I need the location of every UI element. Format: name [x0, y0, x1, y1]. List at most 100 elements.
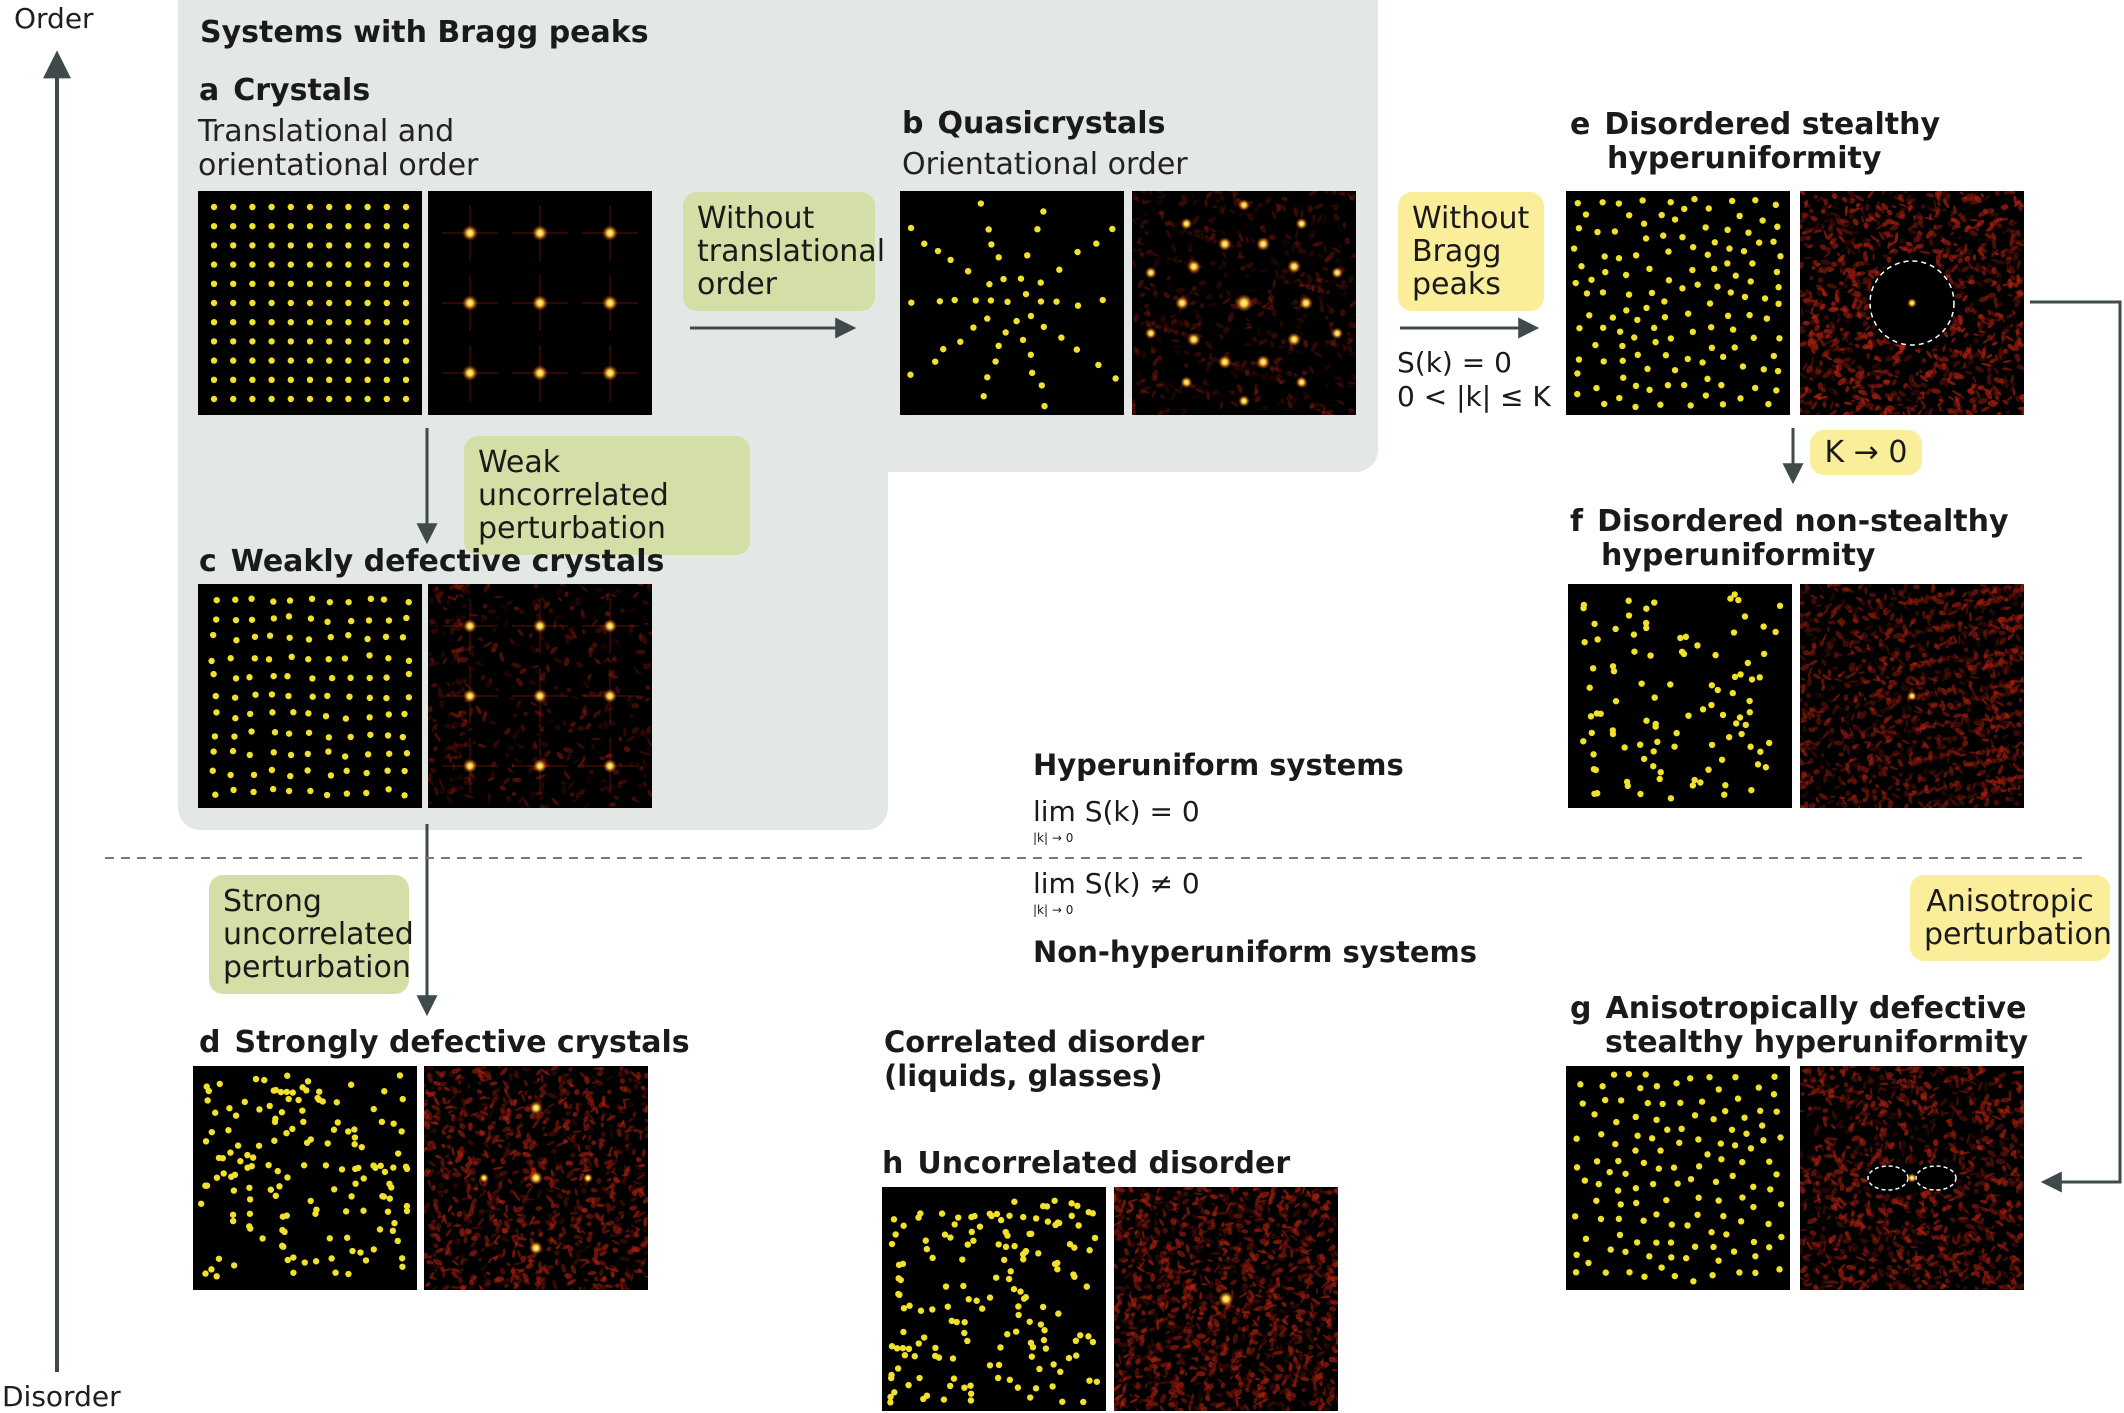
point: [1573, 280, 1579, 286]
point: [1591, 791, 1597, 797]
point: [1086, 1377, 1092, 1383]
bragg-peak: [533, 759, 547, 773]
point: [970, 324, 976, 330]
point: [1631, 334, 1637, 340]
point: [1736, 213, 1742, 219]
point: [364, 281, 370, 287]
point: [1052, 1261, 1058, 1267]
point: [1691, 777, 1697, 783]
panel-title: Crystals: [233, 73, 370, 108]
point: [403, 319, 409, 325]
point: [889, 1241, 895, 1247]
point: [406, 599, 412, 605]
point: [1074, 249, 1080, 255]
point: [324, 693, 330, 699]
point: [1038, 279, 1044, 285]
point: [987, 1211, 993, 1217]
point: [395, 1150, 401, 1156]
point: [288, 319, 294, 325]
point: [230, 377, 236, 383]
point: [1732, 674, 1738, 680]
point: [1677, 635, 1683, 641]
point: [1761, 651, 1767, 657]
point: [249, 204, 255, 210]
point: [386, 617, 392, 623]
point: [399, 1264, 405, 1270]
point: [386, 711, 392, 717]
point: [406, 658, 412, 664]
point: [395, 1238, 401, 1244]
point: [299, 1107, 305, 1113]
point: [1644, 366, 1650, 372]
point: [961, 1330, 967, 1336]
point: [1737, 714, 1743, 720]
point: [401, 792, 407, 798]
point: [307, 261, 313, 267]
point: [286, 788, 292, 794]
point: [1751, 335, 1757, 341]
point: [379, 1119, 385, 1125]
point: [968, 1397, 974, 1403]
point: [324, 792, 330, 798]
label-line: K → 0: [1825, 435, 1908, 470]
point: [1728, 289, 1734, 295]
point: [1599, 199, 1605, 205]
point: [935, 248, 941, 254]
bragg-peak: [532, 295, 548, 311]
point: [284, 1089, 290, 1095]
point: [1685, 712, 1691, 718]
point: [906, 1303, 912, 1309]
point: [326, 261, 332, 267]
point: [1004, 299, 1010, 305]
point: [271, 615, 277, 621]
point: [1576, 325, 1582, 331]
point: [1013, 318, 1019, 324]
point: [307, 396, 313, 402]
point: [357, 1249, 363, 1255]
bragg-peak: [603, 689, 617, 703]
point: [1044, 1203, 1050, 1209]
point: [1747, 709, 1753, 715]
point: [1650, 763, 1656, 769]
point: [1651, 748, 1657, 754]
point: [1033, 1215, 1039, 1221]
point: [345, 204, 351, 210]
point: [305, 1078, 311, 1084]
point: [932, 1353, 938, 1359]
point: [1661, 298, 1667, 304]
point: [307, 204, 313, 210]
point: [1004, 1331, 1010, 1337]
panel-title-line1: Disordered non-stealthy: [1597, 504, 2008, 539]
point: [915, 1214, 921, 1220]
bragg-peak: [1180, 376, 1192, 388]
point: [1574, 370, 1580, 376]
point: [1590, 751, 1596, 757]
point: [1075, 1222, 1081, 1228]
point: [268, 396, 274, 402]
point: [951, 1221, 957, 1227]
point: [1742, 613, 1748, 619]
point: [212, 733, 218, 739]
point: [230, 748, 236, 754]
point: [290, 1254, 296, 1260]
point: [1722, 782, 1728, 788]
point: [268, 1187, 274, 1193]
point: [902, 1352, 908, 1358]
point: [316, 1097, 322, 1103]
point: [214, 597, 220, 603]
point: [268, 204, 274, 210]
point: [1085, 1209, 1091, 1215]
point: [351, 1126, 357, 1132]
point: [1770, 238, 1776, 244]
panel-letter: a: [199, 73, 219, 108]
point: [268, 357, 274, 363]
point: [1685, 356, 1691, 362]
point: [1683, 634, 1689, 640]
label-line: Strong: [223, 885, 395, 918]
label-line: perturbation: [478, 512, 736, 545]
point: [246, 674, 252, 680]
point: [921, 241, 927, 247]
point: [384, 281, 390, 287]
point: [1764, 315, 1770, 321]
point: [1029, 370, 1035, 376]
